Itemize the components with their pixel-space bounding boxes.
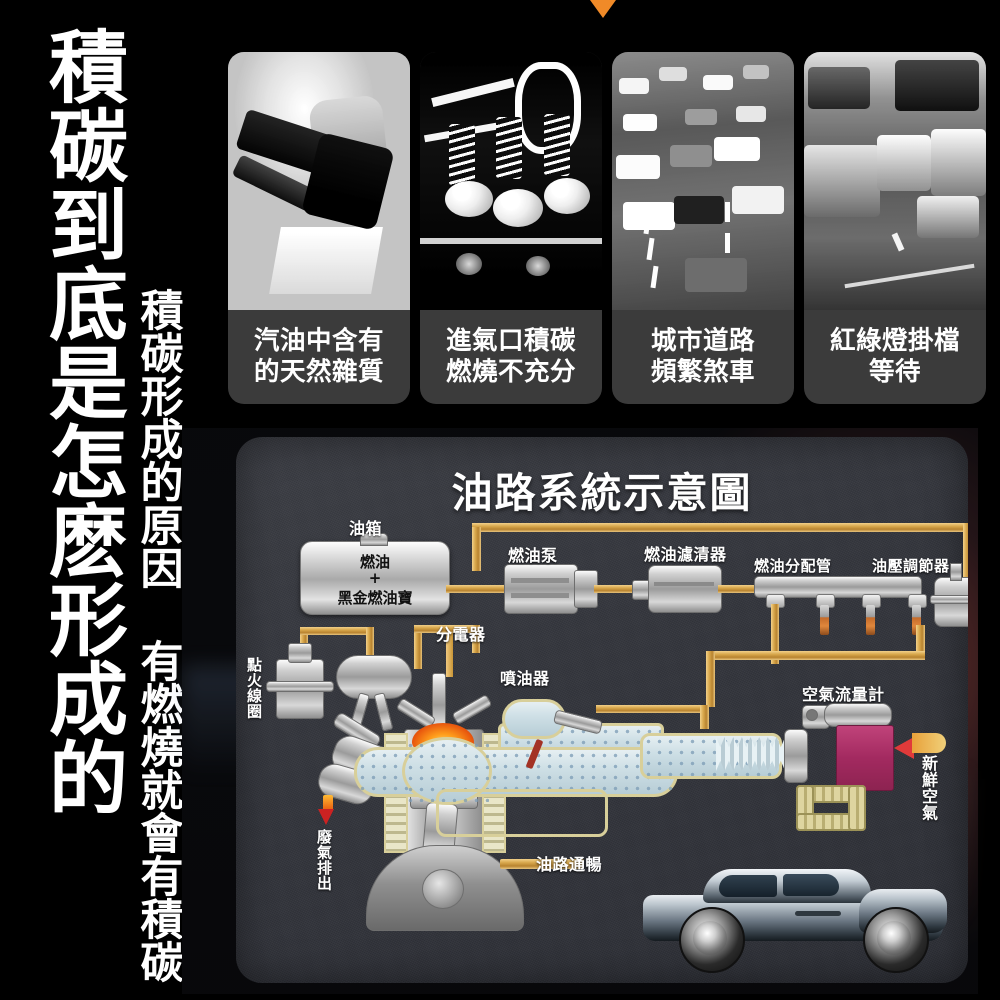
pipe-regulator-return-down (916, 625, 925, 659)
pressure-regulator-stem (950, 563, 962, 581)
caption-line-2: 燃燒不充分 (445, 357, 576, 387)
card-caption: 汽油中含有 的天然雜質 (228, 310, 410, 404)
valve-right (451, 693, 493, 726)
afm-tube (824, 703, 892, 727)
pipe-dist-loop-left (414, 625, 422, 669)
tank-line-2: + (368, 569, 382, 587)
tank-line-1: 燃油 (359, 553, 390, 571)
throttle-body (784, 729, 808, 783)
tank-cap-icon (360, 533, 388, 546)
fuel-rail-label: 燃油分配管 (754, 557, 832, 575)
pressure-regulator-label: 油壓調節器 (872, 557, 950, 575)
pipe-filter-to-rail (718, 585, 756, 593)
pipe-pump-to-filter (594, 585, 642, 593)
caption-line-1: 紅綠燈掛檔 (829, 325, 960, 356)
fresh-air-swoosh (912, 733, 946, 753)
ignition-coil-flange (266, 681, 334, 692)
caption-line-2: 等待 (868, 357, 921, 387)
city-traffic-photo (612, 52, 794, 310)
caption-line-2: 頻繁煞車 (650, 357, 755, 387)
ignition-coil-label: 點火線圈 (245, 657, 263, 719)
card-caption: 紅綠燈掛檔 等待 (804, 310, 986, 404)
caption-line-1: 汽油中含有 (253, 325, 384, 356)
fuel-filter (648, 565, 722, 613)
pipe-injector-drop (700, 705, 709, 729)
caption-line-1: 城市道路 (650, 325, 755, 356)
pressure-regulator-band (930, 595, 968, 604)
exhaust-out-label: 廢氣排出 (315, 829, 333, 891)
caption-line-1: 進氣口積碳 (445, 325, 576, 356)
gas-pump-nozzle-photo (228, 52, 410, 310)
fuel-pump-line-a (511, 578, 569, 583)
injector-label: 噴油器 (500, 669, 550, 688)
fresh-air-arrow-icon (894, 737, 914, 759)
pipe-rail-drop (771, 604, 779, 664)
injector-nozzle (820, 605, 829, 635)
air-flow-meter (836, 725, 894, 791)
fuel-system-diagram: 油路系統示意圖 燃油 + 黑金燃油寶 油箱 燃油泵 燃油濾清器 燃 (236, 437, 968, 983)
injector-nozzle (912, 605, 921, 635)
tank-line-3: 黑金燃油寶 (337, 589, 413, 607)
fuel-filter-line (654, 582, 714, 586)
exhaust-arrow-icon (318, 809, 334, 825)
intake-lower-loop (436, 789, 608, 837)
air-hose-right (848, 785, 866, 831)
caption-line-2: 的天然雜質 (253, 357, 384, 387)
intake-bellows (716, 737, 788, 771)
traffic-light-waiting-photo (804, 52, 986, 310)
top-orange-arrow-icon (590, 0, 616, 18)
fuel-filter-label: 燃油濾清器 (644, 545, 727, 564)
afm-bolt-icon (806, 709, 818, 721)
cause-card-list: 汽油中含有 的天然雜質 (228, 52, 988, 404)
list-item[interactable]: 紅綠燈掛檔 等待 (804, 52, 986, 404)
ignition-coil-top (288, 643, 312, 663)
intake-bulb (402, 737, 492, 805)
pipe-tank-to-pump (446, 585, 506, 593)
pipe-dist-loop-right (472, 625, 480, 653)
diagram-title: 油路系統示意圖 (451, 469, 753, 517)
fuel-tank-label: 油箱 (349, 519, 383, 538)
engine-intake-carbon-photo (420, 52, 602, 310)
fuel-pump (504, 564, 578, 614)
exhaust-gas-glow (323, 795, 333, 811)
distributor-cap (336, 655, 412, 699)
pipe-return-run (706, 651, 925, 660)
list-item[interactable]: 汽油中含有 的天然雜質 (228, 52, 410, 404)
fresh-air-label: 新鮮空氣 (919, 755, 938, 821)
sports-car-illustration (631, 855, 951, 973)
pipe-coil-loop-right (366, 627, 374, 663)
injector-nozzle (866, 605, 875, 635)
list-item[interactable]: 城市道路 頻繁煞車 (612, 52, 794, 404)
pipe-return-down-left (706, 651, 715, 707)
fuel-rail (754, 576, 922, 598)
page-subtitle: 積碳形成的原因 有燃燒就會有積碳 (133, 288, 183, 983)
pipe-top-run (472, 523, 968, 532)
pipe-right-down (963, 523, 968, 609)
card-caption: 進氣口積碳 燃燒不充分 (420, 310, 602, 404)
page-title: 積碳到底是怎麽形成的 (35, 26, 127, 816)
smooth-fuel-line-label: 油路通暢 (536, 855, 603, 874)
list-item[interactable]: 進氣口積碳 燃燒不充分 (420, 52, 602, 404)
pipe-bottom-out (500, 859, 584, 869)
pipe-coil-loop-top (300, 627, 374, 635)
crankshaft (422, 869, 464, 909)
pipe-to-injector (596, 705, 708, 713)
fuel-pump-label: 燃油泵 (508, 546, 558, 565)
pipe-tank-return-down (472, 527, 481, 571)
fuel-pump-line-b (511, 593, 569, 598)
pipe-dist-loop-top (414, 625, 480, 633)
card-caption: 城市道路 頻繁煞車 (612, 310, 794, 404)
pipe-dist-center (446, 633, 453, 677)
air-flow-meter-label: 空氣流量計 (802, 685, 885, 704)
distributor-label: 分電器 (436, 625, 486, 644)
fuel-tank: 燃油 + 黑金燃油寶 (300, 541, 450, 615)
